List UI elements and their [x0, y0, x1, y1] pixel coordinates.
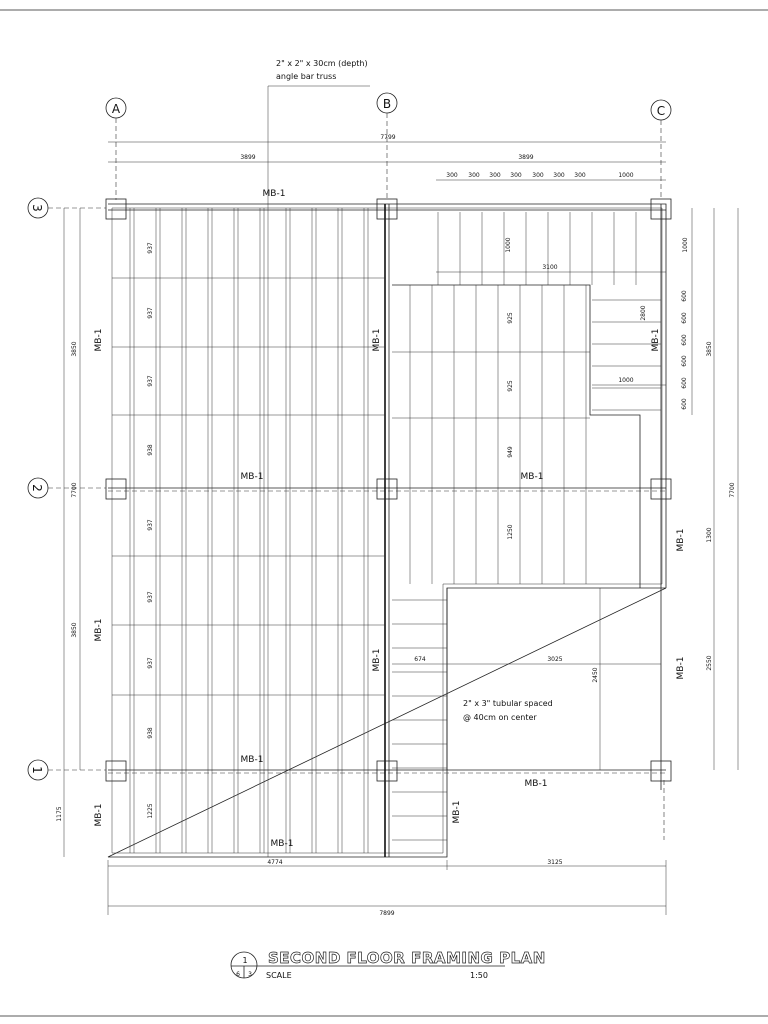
svg-text:937: 937	[147, 242, 154, 254]
svg-text:1000: 1000	[682, 237, 689, 252]
svg-text:3100: 3100	[542, 264, 557, 271]
svg-text:2450: 2450	[592, 667, 599, 682]
svg-text:MB-1: MB-1	[651, 329, 661, 352]
svg-text:3899: 3899	[518, 154, 533, 161]
svg-text:1000: 1000	[618, 172, 633, 179]
svg-text:MB-1: MB-1	[94, 619, 104, 642]
svg-text:3899: 3899	[240, 154, 255, 161]
svg-text:1000: 1000	[618, 377, 633, 384]
svg-text:300: 300	[446, 172, 458, 179]
svg-text:600: 600	[681, 398, 688, 410]
svg-text:MB-1: MB-1	[676, 529, 686, 552]
svg-text:1000: 1000	[505, 237, 512, 252]
svg-text:3025: 3025	[547, 656, 562, 663]
svg-text:938: 938	[147, 727, 154, 739]
truss-note-line1: 2" x 2" x 30cm (depth)	[276, 59, 368, 68]
svg-text:600: 600	[681, 355, 688, 367]
grid-bubble-b: B	[376, 92, 398, 200]
grid-bubble-c: C	[650, 99, 672, 200]
svg-text:938: 938	[147, 444, 154, 456]
svg-text:937: 937	[147, 307, 154, 319]
svg-text:600: 600	[681, 334, 688, 346]
svg-text:7899: 7899	[379, 910, 394, 917]
svg-text:925: 925	[507, 312, 514, 324]
svg-text:937: 937	[147, 591, 154, 603]
tubular-note-line2: @ 40cm on center	[463, 713, 537, 722]
svg-text:2: 2	[30, 484, 44, 492]
drawing-title: SECOND FLOOR FRAMING PLAN	[268, 949, 546, 967]
svg-text:300: 300	[510, 172, 522, 179]
svg-text:3850: 3850	[71, 622, 78, 637]
svg-text:600: 600	[681, 290, 688, 302]
svg-text:MB-1: MB-1	[241, 472, 264, 482]
svg-text:MB-1: MB-1	[263, 189, 286, 199]
svg-text:600: 600	[681, 377, 688, 389]
svg-text:MB-1: MB-1	[271, 839, 294, 849]
scale-value: 1:50	[470, 971, 488, 980]
svg-text:300: 300	[489, 172, 501, 179]
svg-text:300: 300	[532, 172, 544, 179]
svg-text:7799: 7799	[380, 134, 395, 141]
svg-text:MB-1: MB-1	[452, 801, 462, 824]
tubular-note-line1: 2" x 3" tubular spaced	[463, 699, 553, 708]
svg-text:3850: 3850	[706, 341, 713, 356]
dimension-lines	[63, 141, 739, 915]
columns	[105, 198, 672, 782]
title-block: 1 6 3 SECOND FLOOR FRAMING PLAN SCALE 1:…	[230, 949, 546, 980]
framing-members	[107, 86, 667, 858]
svg-text:A: A	[112, 102, 121, 116]
svg-text:949: 949	[507, 446, 514, 458]
beam-labels: MB-1 MB-1 MB-1 MB-1 MB-1 MB-1 MB-1 MB-1 …	[94, 189, 686, 849]
svg-text:MB-1: MB-1	[521, 472, 544, 482]
svg-text:MB-1: MB-1	[676, 657, 686, 680]
svg-text:600: 600	[681, 312, 688, 324]
svg-text:MB-1: MB-1	[241, 755, 264, 765]
truss-note-line2: angle bar truss	[276, 72, 336, 81]
svg-text:3125: 3125	[547, 859, 562, 866]
svg-text:3: 3	[248, 971, 252, 978]
svg-text:1225: 1225	[147, 803, 154, 818]
dimension-labels: 7799 3899 3899 300 300 300 300 300 300 3…	[56, 134, 736, 917]
svg-text:300: 300	[468, 172, 480, 179]
svg-text:1: 1	[30, 766, 44, 774]
svg-text:1175: 1175	[56, 806, 63, 821]
svg-text:7700: 7700	[71, 482, 78, 497]
svg-text:4774: 4774	[267, 859, 282, 866]
grid-bubble-1: 1	[27, 759, 106, 781]
scale-label: SCALE	[266, 971, 292, 980]
svg-text:6: 6	[236, 971, 240, 978]
svg-text:925: 925	[507, 380, 514, 392]
svg-text:3850: 3850	[71, 341, 78, 356]
svg-text:1300: 1300	[706, 527, 713, 542]
svg-text:1250: 1250	[507, 524, 514, 539]
grid-bubble-2: 2	[27, 477, 106, 499]
svg-text:MB-1: MB-1	[372, 329, 382, 352]
svg-text:C: C	[657, 104, 665, 118]
svg-text:3: 3	[30, 204, 44, 212]
svg-text:1: 1	[242, 956, 247, 965]
svg-text:MB-1: MB-1	[94, 804, 104, 827]
svg-text:937: 937	[147, 519, 154, 531]
svg-text:937: 937	[147, 657, 154, 669]
svg-text:MB-1: MB-1	[94, 329, 104, 352]
svg-text:MB-1: MB-1	[372, 649, 382, 672]
svg-text:937: 937	[147, 375, 154, 387]
svg-text:7700: 7700	[729, 482, 736, 497]
svg-text:2800: 2800	[640, 305, 647, 320]
svg-text:B: B	[383, 97, 391, 111]
grid-bubble-3: 3	[27, 197, 106, 219]
svg-text:MB-1: MB-1	[525, 779, 548, 789]
svg-text:300: 300	[574, 172, 586, 179]
svg-text:2550: 2550	[706, 655, 713, 670]
svg-text:674: 674	[414, 656, 426, 663]
grid-bubble-a: A	[105, 97, 127, 200]
svg-text:300: 300	[553, 172, 565, 179]
